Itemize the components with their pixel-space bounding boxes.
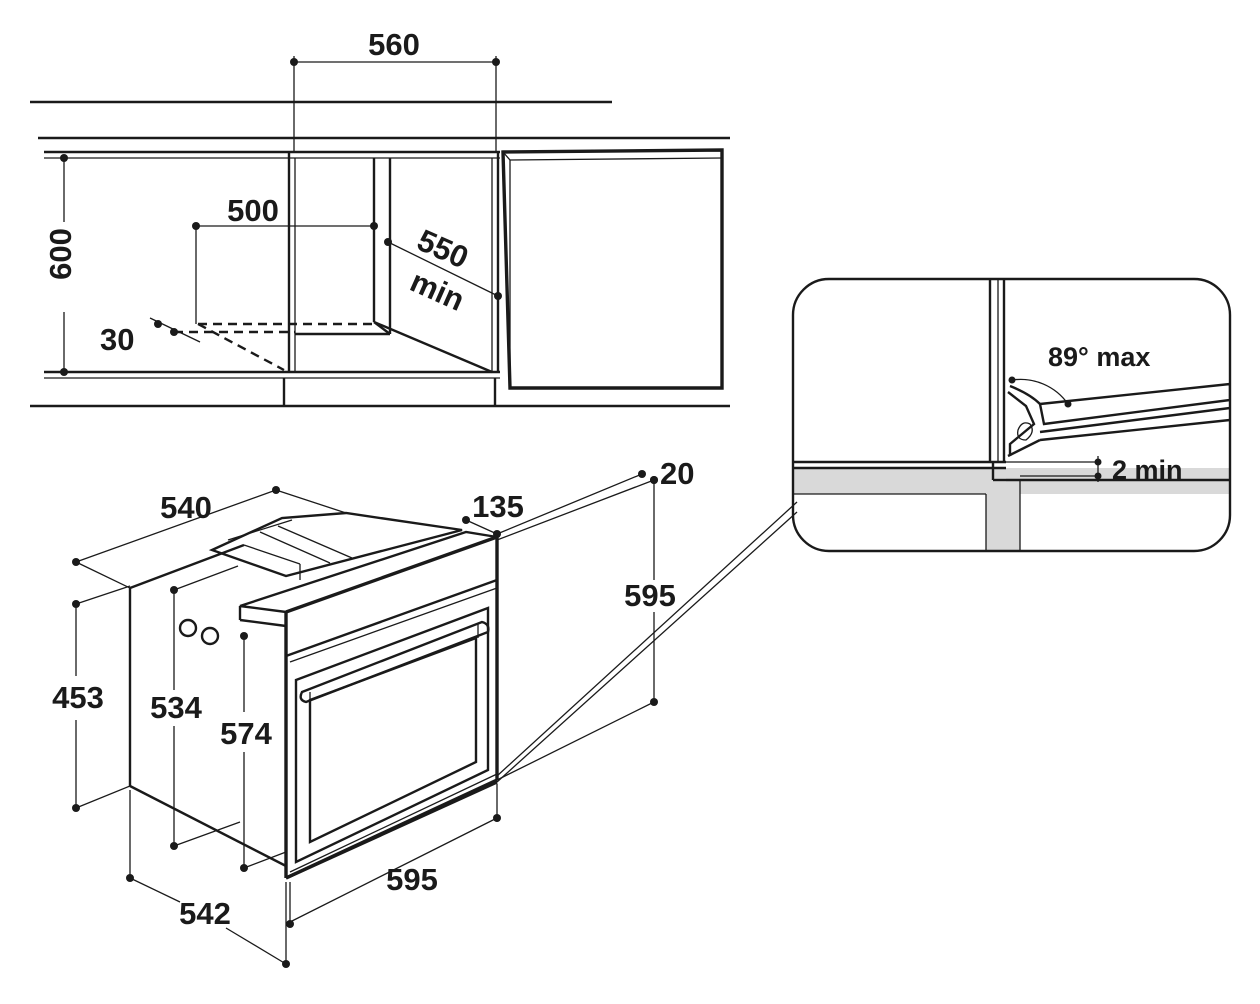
label-niche-depth: 500	[227, 193, 279, 228]
label-oven-inner-height: 534	[150, 690, 202, 725]
dim-niche-depth: 500	[192, 193, 378, 324]
dim-niche-depth-min: 550 min	[384, 222, 502, 318]
label-detail-angle: 89° max	[1048, 342, 1150, 372]
dim-oven-top-offset: 135	[462, 489, 524, 538]
dim-oven-side-height: 453	[52, 585, 131, 812]
label-oven-bottom-depth: 542	[179, 896, 231, 931]
label-niche-width: 560	[368, 27, 420, 62]
dim-oven-cavity-height: 574	[220, 632, 287, 872]
dim-oven-top-depth: 540	[72, 486, 347, 589]
niche-cabinet	[30, 100, 730, 408]
label-oven-front-width: 595	[386, 862, 438, 897]
dim-oven-front-width: 595	[286, 784, 501, 928]
label-oven-side-height: 453	[52, 680, 104, 715]
label-oven-cavity-height: 574	[220, 716, 272, 751]
dim-oven-bottom-depth: 542	[126, 790, 290, 968]
dim-oven-inner-height: 534	[150, 565, 241, 850]
label-niche-height: 600	[43, 228, 78, 280]
label-oven-front-height: 595	[624, 578, 676, 613]
dim-niche-width: 560	[290, 27, 500, 152]
dim-oven-front-height: 595	[496, 476, 676, 781]
label-oven-top-offset: 135	[472, 489, 524, 524]
dim-oven-front-depth: 20	[496, 456, 694, 541]
label-oven-top-depth: 540	[160, 490, 212, 525]
detail-callout: 89° max 2 min	[496, 277, 1232, 783]
dim-niche-height: 600	[43, 154, 78, 376]
label-detail-gap: 2 min	[1112, 455, 1183, 485]
dim-niche-offset: 30	[100, 317, 201, 357]
oven-body	[128, 511, 499, 880]
label-oven-front-depth: 20	[660, 456, 694, 491]
label-niche-offset: 30	[100, 322, 134, 357]
